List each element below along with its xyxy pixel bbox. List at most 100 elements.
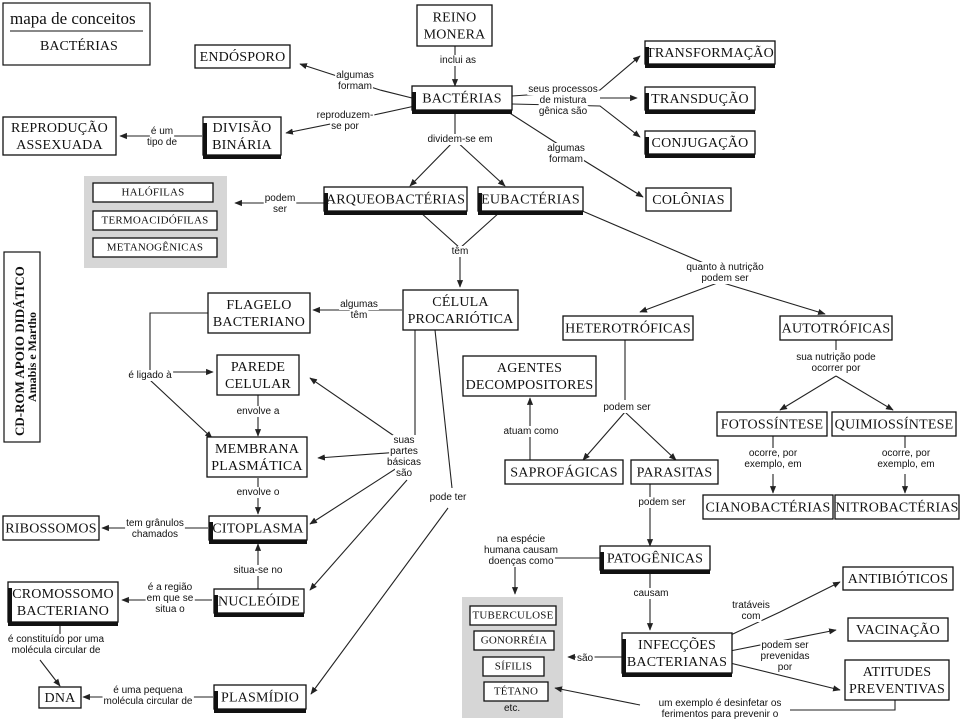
node-text: PARASITAS	[637, 466, 713, 481]
link-label-text: gênica são	[539, 106, 588, 117]
node-text: EUBACTÉRIAS	[481, 191, 580, 208]
node-ribossomos: RIBOSSOMOS	[2, 515, 100, 541]
diseases-etc: etc.	[504, 703, 520, 714]
node-text: COLÔNIAS	[652, 191, 724, 208]
node-text: PATOGÊNICAS	[607, 550, 703, 567]
link-label-situa: situa-se no	[232, 565, 284, 576]
node-text: MONERA	[424, 28, 487, 43]
node-halofilas: HALÓFILAS	[92, 182, 214, 203]
link-label-podem-ser3: podem ser	[637, 497, 688, 508]
link-label-dividem: dividem-se em	[426, 134, 494, 145]
node-parasitas: PARASITAS	[630, 459, 719, 485]
link-label-envolve-o: envolve o	[235, 487, 281, 498]
node-text: PLASMÍDIO	[221, 689, 299, 706]
link-label-text: é constituído por uma	[8, 634, 105, 645]
node-text: HALÓFILAS	[122, 187, 185, 199]
link-label-text: doenças como	[488, 556, 553, 567]
node-text: PREVENTIVAS	[849, 682, 945, 697]
link-label-text: têm	[452, 246, 469, 257]
link-label-text: ferimentos para prevenir o	[662, 709, 779, 720]
node-gonorreia: GONORRÉIA	[473, 630, 555, 651]
link-label-text: tratáveis	[732, 600, 770, 611]
link-label-text: algumas	[336, 70, 374, 81]
link-label-text: envolve a	[237, 406, 280, 417]
link-label-text: têm	[351, 310, 368, 321]
link-label-causam: causam	[632, 588, 670, 599]
node-text: PAREDE	[231, 360, 285, 375]
link-label-text: com	[742, 611, 761, 622]
node-text: DNA	[45, 691, 77, 706]
node-vacinacao: VACINAÇÃO	[847, 617, 949, 642]
node-saprofagicas: SAPROFÁGICAS	[504, 459, 624, 485]
link-label-text: situa-se no	[234, 565, 283, 576]
node-tetano: TÉTANO	[483, 681, 549, 702]
link-label-pode-ter: pode ter	[428, 492, 469, 503]
node-text: GONORRÉIA	[481, 635, 548, 647]
link-label-text: atuam como	[503, 426, 558, 437]
side-label-line1: CD-ROM APOIO DIDÁTICO	[12, 266, 27, 436]
link-label-text: se por	[331, 121, 359, 132]
node-nucleoide: NUCLEÓIDE	[213, 588, 305, 617]
link-label-text: molécula circular de	[12, 645, 101, 656]
node-foto: FOTOSSÍNTESE	[716, 411, 828, 437]
link-label-inclui: inclui as	[438, 55, 478, 66]
node-text: CONJUGAÇÃO	[652, 135, 749, 151]
node-auto: AUTOTRÓFICAS	[779, 315, 893, 341]
node-bacterias: BACTÉRIAS	[411, 85, 513, 114]
node-text: PLASMÁTICA	[211, 457, 303, 474]
node-text: CROMOSSOMO	[12, 587, 114, 602]
node-cromossomo: CROMOSSOMO BACTERIANO	[7, 581, 119, 626]
title-line2: BACTÉRIAS	[40, 37, 118, 54]
link-label-text: por	[778, 662, 793, 673]
link-label-text: podem ser	[761, 640, 809, 651]
node-text: ASSEXUADA	[16, 138, 103, 153]
node-text: AGENTES	[497, 361, 562, 376]
node-quimio: QUIMIOSSÍNTESE	[831, 411, 957, 437]
node-text: SAPROFÁGICAS	[510, 464, 617, 481]
node-text: BACTERIANO	[17, 604, 109, 619]
node-antibioticos: ANTIBIÓTICOS	[842, 566, 954, 591]
node-text: TERMOACIDÓFILAS	[102, 215, 209, 227]
link-label-sao: são	[575, 653, 595, 664]
title-box: mapa de conceitos BACTÉRIAS	[2, 2, 151, 66]
node-text: SÍFILIS	[495, 661, 532, 673]
link-label-text: podem ser	[603, 402, 651, 413]
link-label-tem: têm	[450, 246, 470, 257]
link-label-text: pode ter	[430, 492, 467, 503]
node-text: BINÁRIA	[212, 136, 272, 153]
link-label-text: básicas	[387, 457, 421, 468]
link-label-text: é ligado à	[128, 370, 172, 381]
link-label-text: são	[577, 653, 594, 664]
link-label-text: quanto à nutrição	[686, 262, 764, 273]
node-arqueo: ARQUEOBACTÉRIAS	[323, 186, 468, 215]
link-label-text: seus processos	[528, 84, 597, 95]
node-text: TUBERCULOSE	[472, 610, 553, 622]
link-label-reproduzem: reproduzem-se por	[315, 110, 375, 132]
link-label-atuam: atuam como	[502, 426, 560, 437]
node-sifilis: SÍFILIS	[482, 656, 545, 677]
link-label-text: exemplo, em	[744, 459, 801, 470]
node-citoplasma: CITOPLASMA	[208, 515, 308, 544]
link-label-envolve-a: envolve a	[235, 406, 281, 417]
link-label-text: em que se	[147, 593, 194, 604]
node-text: FLAGELO	[226, 298, 291, 313]
link-label-text: podem ser	[638, 497, 686, 508]
node-transformacao: TRANSFORMAÇÃO	[644, 40, 776, 68]
